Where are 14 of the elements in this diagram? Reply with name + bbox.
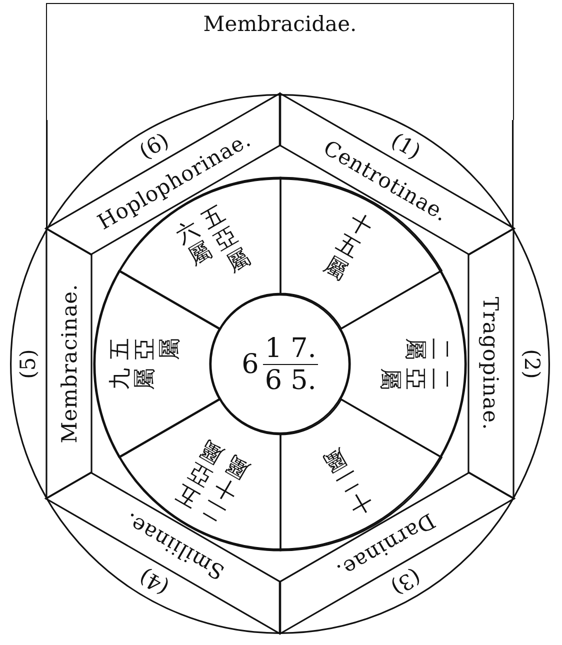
fraction-numerator: 1 7. <box>262 332 318 364</box>
count-text: 二屬 <box>402 337 452 361</box>
subfamily-name: Tragopinae. <box>479 297 504 431</box>
count-text: 五亞屬 <box>108 337 183 361</box>
segment-number: (2) <box>520 349 544 379</box>
fraction-denominator: 6 5. <box>264 364 316 396</box>
count-text: 十二屬 <box>318 442 376 518</box>
subfamily-name: Membracinae. <box>56 284 81 444</box>
title-box: Membracidae. <box>46 3 514 120</box>
segment-number: (3) <box>387 564 425 600</box>
count-text: 九屬 <box>108 367 158 391</box>
segment-number: (5) <box>16 349 40 379</box>
fraction-whole-number: 6 <box>242 348 259 380</box>
count-text: 二亞屬 <box>377 367 452 391</box>
